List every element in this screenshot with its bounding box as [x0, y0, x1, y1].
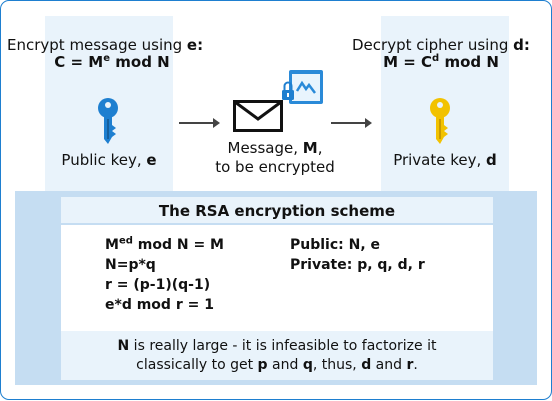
encrypt-heading-key: e:: [186, 36, 204, 54]
private-key-icon: [430, 98, 450, 144]
note-panel: N is really large - it is infeasible to …: [61, 331, 493, 380]
note-text-4: , thus,: [312, 357, 362, 373]
public-key-icon: [98, 98, 118, 144]
factorization-note: N is really large - it is infeasible to …: [61, 337, 493, 375]
private-keys-text: Private: p, q, d, r: [290, 257, 425, 273]
formula-ed: e*d mod r = 1: [105, 297, 214, 313]
public-keys-text: Public: N, e: [290, 237, 381, 253]
note-p: p: [257, 357, 268, 373]
public-key-label-text: Public key,: [61, 151, 147, 169]
formula-med-left: M: [105, 237, 119, 253]
decrypt-formula-sup: d: [432, 53, 440, 64]
message-line-1: Message, M,: [201, 139, 349, 158]
message-suffix: ,: [317, 139, 323, 157]
decrypt-heading-key: d:: [513, 36, 530, 54]
decrypt-formula-left: M = C: [383, 53, 433, 71]
note-d: d: [361, 357, 372, 373]
message-symbol: M: [302, 139, 318, 157]
note-text-5: and: [371, 357, 407, 373]
scheme-title-bar: The RSA encryption scheme: [61, 197, 493, 223]
note-n: N: [117, 338, 130, 354]
formula-med-right: mod N = M: [132, 237, 224, 253]
decrypt-formula-right: mod N: [439, 53, 499, 71]
note-q: q: [302, 357, 313, 373]
decrypt-heading-prefix: Decrypt cipher using: [352, 36, 514, 54]
note-line-1: N is really large - it is infeasible to …: [61, 337, 493, 356]
encrypt-formula-sup: e: [103, 53, 111, 64]
formula-med-sup: ed: [118, 235, 133, 247]
left-arrow-icon: [179, 118, 220, 128]
encrypt-formula: C = Me mod N: [7, 53, 217, 71]
formula-r: r = (p-1)(q-1): [105, 277, 211, 293]
decrypt-formula: M = Cd mod N: [336, 53, 546, 71]
scheme-title: The RSA encryption scheme: [158, 202, 396, 220]
public-key-name: e: [146, 151, 157, 169]
message-line-2: to be encrypted: [215, 158, 335, 176]
message-label: Message, M, to be encrypted: [201, 139, 349, 177]
public-key-label: Public key, e: [45, 151, 173, 169]
note-line-2: classically to get p and q, thus, d and …: [61, 356, 493, 375]
note-text-3: and: [267, 357, 303, 373]
note-r: r: [406, 357, 414, 373]
private-key-name: d: [486, 151, 497, 169]
encrypt-heading-prefix: Encrypt message using: [7, 36, 187, 54]
envelope-icon: [233, 100, 283, 132]
note-text-2: classically to get: [136, 357, 258, 373]
decrypt-heading: Decrypt cipher using d:: [352, 36, 530, 54]
formula-n: N=p*q: [105, 257, 156, 273]
encrypt-formula-right: mod N: [110, 53, 170, 71]
private-key-label-text: Private key,: [393, 151, 487, 169]
formula-med: Med mod N = M: [105, 235, 224, 253]
message-prefix: Message,: [227, 139, 303, 157]
encrypt-heading: Encrypt message using e:: [7, 36, 203, 54]
right-arrow-icon: [331, 118, 372, 128]
encrypt-formula-left: C = M: [54, 53, 104, 71]
private-key-label: Private key, d: [381, 151, 509, 169]
note-text-6: .: [413, 357, 418, 373]
lock-window-icon: [282, 70, 323, 104]
note-text-1: is really large - it is infeasible to fa…: [129, 338, 437, 354]
formula-panel: Med mod N = M N=p*q r = (p-1)(q-1) e*d m…: [61, 225, 493, 331]
